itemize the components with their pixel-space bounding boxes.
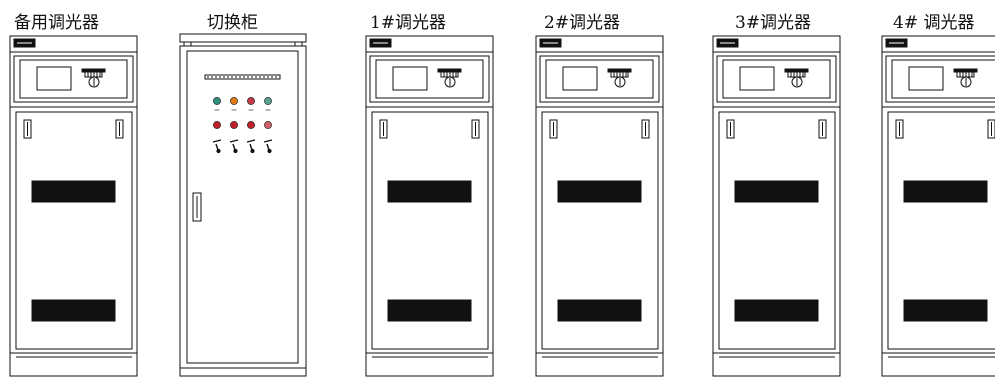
indicator-light <box>264 97 272 105</box>
ventilation-grille-lower <box>31 299 116 322</box>
door-handle-left <box>726 119 735 139</box>
label-dimmer-3: 3#调光器 <box>735 13 812 33</box>
display-screen <box>562 66 598 91</box>
cabinet-dimmer-4 <box>881 35 995 377</box>
indicator-lights <box>213 97 272 111</box>
push-button <box>247 121 255 129</box>
display-screen <box>392 66 428 91</box>
display-screen <box>908 66 944 91</box>
ventilation-grille-lower <box>387 299 472 322</box>
ventilation-grille-upper <box>903 180 988 203</box>
ventilation-grille-upper <box>31 180 116 203</box>
indicator-light <box>213 97 221 105</box>
front-door <box>718 111 836 350</box>
selector-switch-icon <box>263 139 273 154</box>
door-handle-left <box>549 119 558 139</box>
push-buttons <box>213 121 272 129</box>
terminal-strip <box>204 74 281 80</box>
cabinet-dimmer-3 <box>712 35 841 377</box>
rotary-knob-icon <box>81 68 106 88</box>
ventilation-grille-lower <box>903 299 988 322</box>
label-spare-dimmer: 备用调光器 <box>14 13 99 33</box>
front-door <box>887 111 995 350</box>
ventilation-grille-lower <box>734 299 819 322</box>
push-button <box>230 121 238 129</box>
door-handle-right <box>987 119 995 139</box>
ventilation-grille-upper <box>387 180 472 203</box>
door-handle-right <box>115 119 124 139</box>
door-handle-right <box>818 119 827 139</box>
label-dimmer-1: 1#调光器 <box>370 13 447 33</box>
label-dimmer-4: 4# 调光器 <box>893 13 975 33</box>
cabinet-spare-dimmer <box>9 35 138 377</box>
cabinet-switch <box>179 33 307 377</box>
front-door <box>15 111 133 350</box>
indicator-light <box>230 97 238 105</box>
rotary-knob-icon <box>607 68 632 88</box>
door-handle <box>192 192 202 222</box>
door-handle-left <box>895 119 904 139</box>
rotary-knob-icon <box>953 68 978 88</box>
cabinet-dimmer-2 <box>535 35 664 377</box>
selector-switches <box>212 139 273 154</box>
door-handle-left <box>23 119 32 139</box>
door-handle-right <box>471 119 480 139</box>
ventilation-grille-lower <box>557 299 642 322</box>
front-door <box>371 111 489 350</box>
door-handle-left <box>379 119 388 139</box>
ventilation-grille-upper <box>557 180 642 203</box>
indicator-light <box>247 97 255 105</box>
rotary-knob-icon <box>784 68 809 88</box>
label-dimmer-2: 2#调光器 <box>544 13 621 33</box>
cabinet-dimmer-1 <box>365 35 494 377</box>
door-handle-right <box>641 119 650 139</box>
push-button <box>264 121 272 129</box>
ventilation-grille-upper <box>734 180 819 203</box>
push-button <box>213 121 221 129</box>
selector-switch-icon <box>212 139 222 154</box>
rotary-knob-icon <box>437 68 462 88</box>
selector-switch-icon <box>246 139 256 154</box>
display-screen <box>739 66 775 91</box>
display-screen <box>36 66 72 91</box>
selector-switch-icon <box>229 139 239 154</box>
front-door <box>186 50 299 364</box>
front-door <box>541 111 659 350</box>
label-switch-cabinet: 切换柜 <box>207 13 258 33</box>
